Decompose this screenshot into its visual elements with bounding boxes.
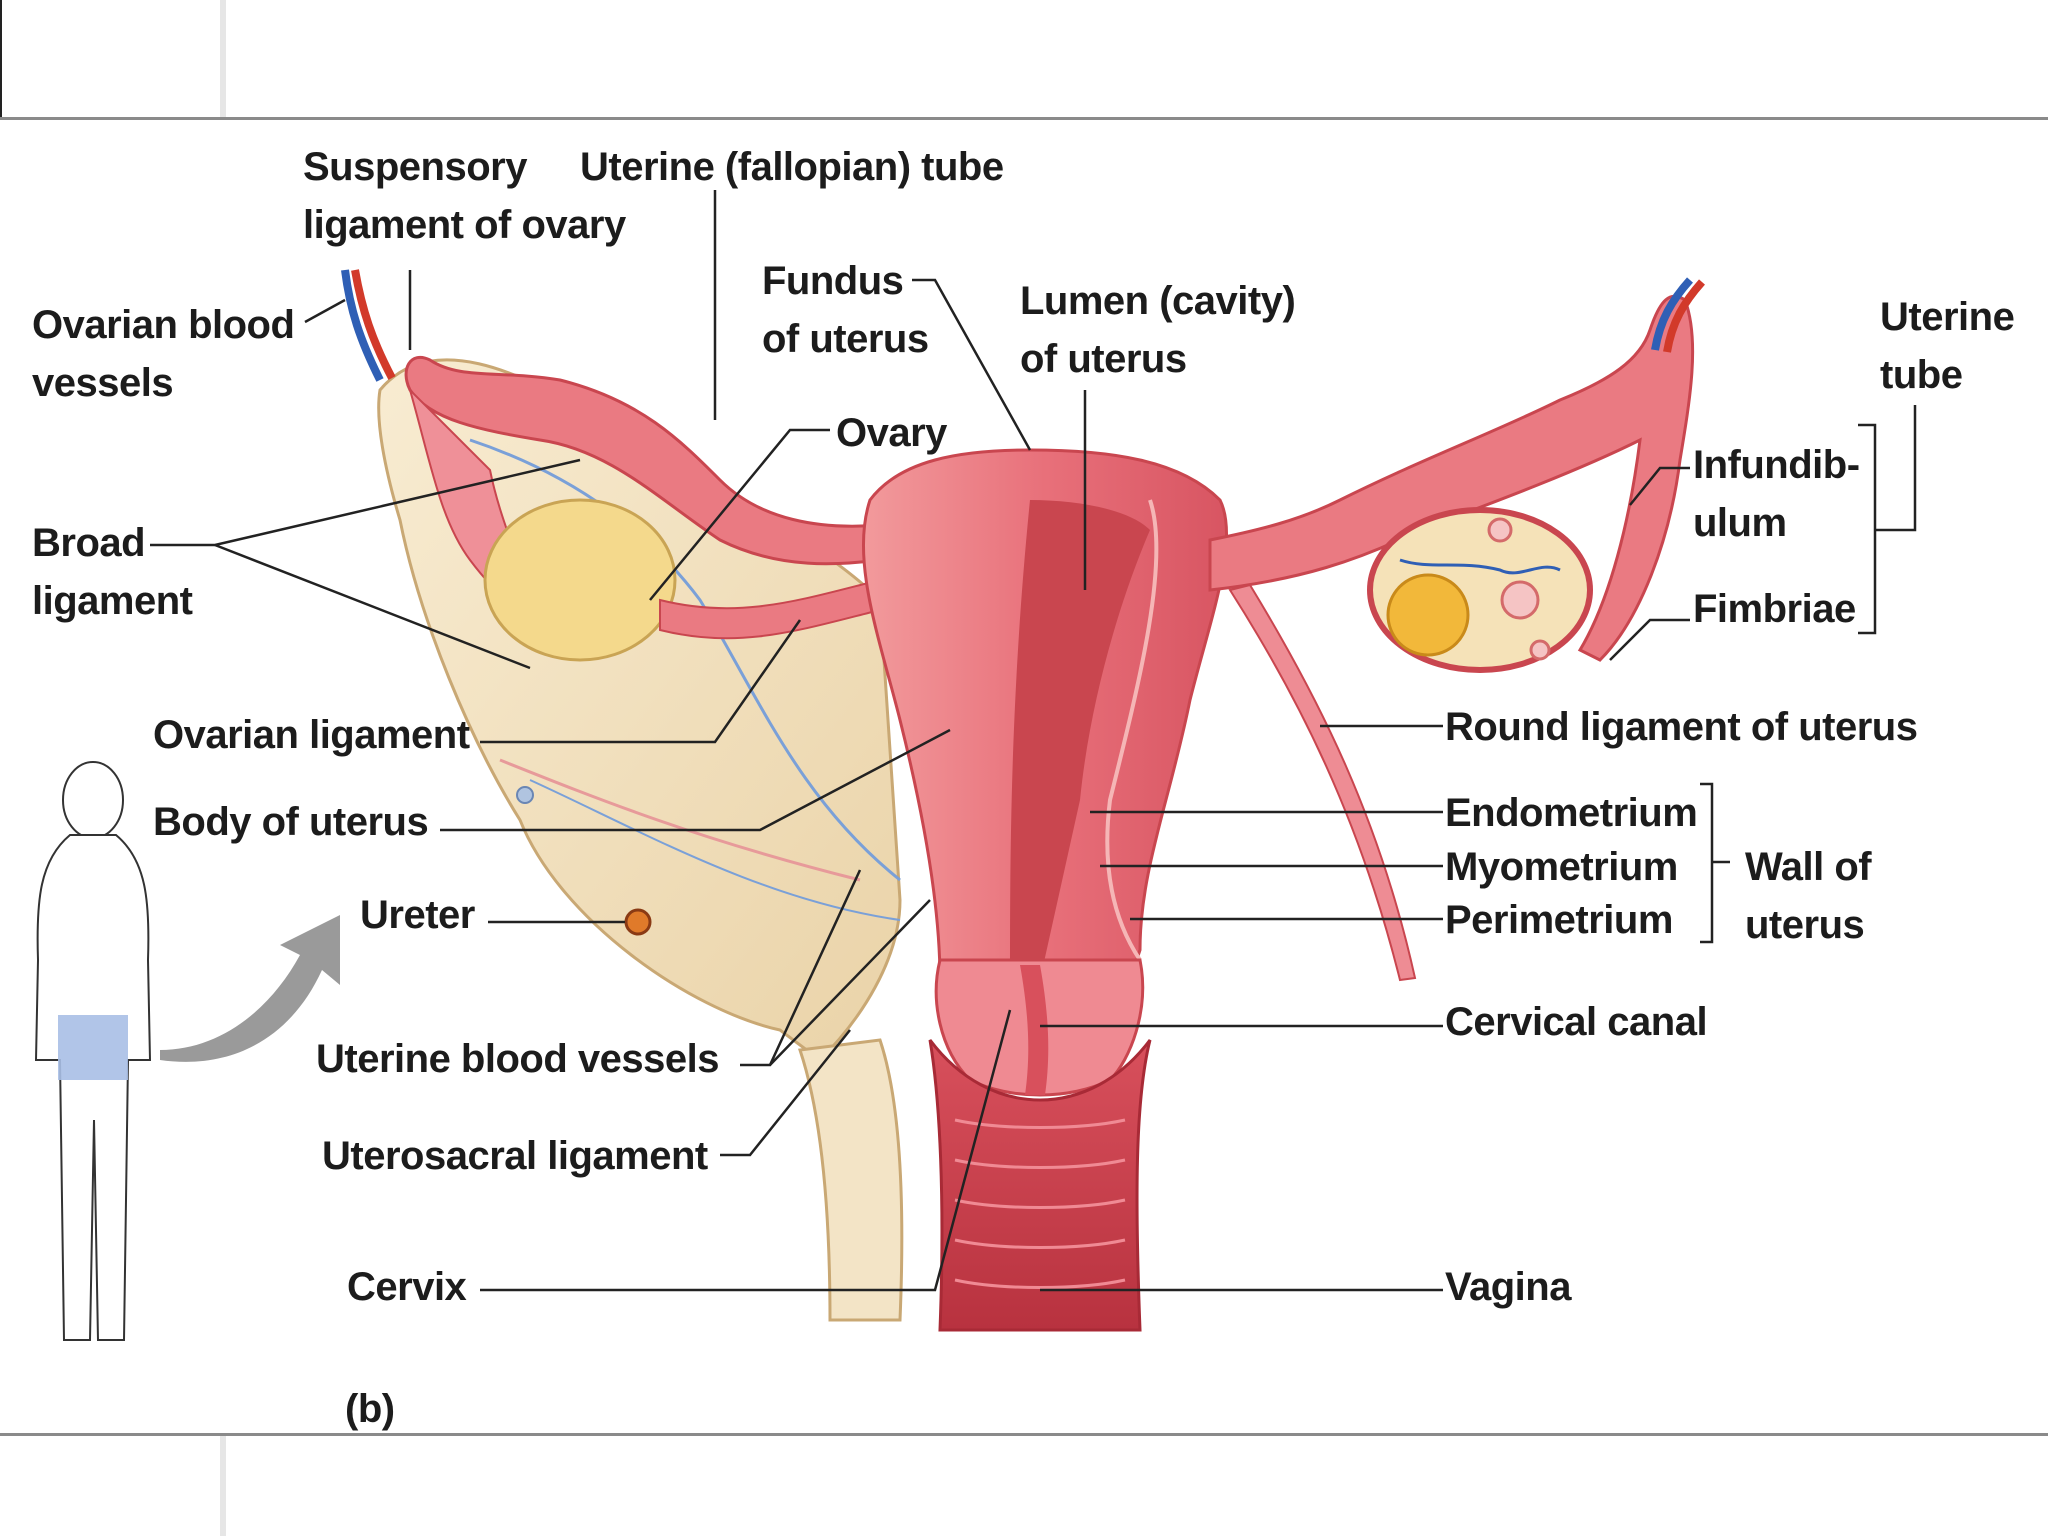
label-uterine-blood-vessels: Uterine blood vessels	[316, 1037, 719, 1081]
label-ovarian-ligament: Ovarian ligament	[153, 713, 470, 757]
label-cervical-canal: Cervical canal	[1445, 1000, 1708, 1044]
label-wall-of-uterus: Wall of uterus	[1745, 845, 1872, 947]
pointer-arrow	[160, 915, 340, 1062]
corpus-luteum	[1386, 573, 1470, 657]
left-ovary-shape	[483, 498, 677, 662]
label-fundus: Fundus of uterus	[762, 259, 929, 361]
label-uterine-tube: Uterine tube	[1880, 295, 2015, 397]
broad-ligament-dot	[516, 786, 534, 804]
label-broad-ligament: Broad ligament	[32, 521, 193, 623]
left-ovarian-vein	[341, 269, 384, 382]
label-vagina: Vagina	[1445, 1265, 1571, 1309]
label-ovary: Ovary	[836, 411, 947, 455]
uterus-lumen-shape	[1010, 500, 1150, 980]
right-uterine-tube-shape	[1208, 294, 1695, 662]
label-uterine-fallopian-tube: Uterine (fallopian) tube	[580, 145, 1004, 189]
label-round-ligament: Round ligament of uterus	[1445, 705, 1918, 749]
label-body-of-uterus: Body of uterus	[153, 800, 429, 844]
uterosacral-ligament-shape	[797, 1038, 904, 1322]
vagina-shape	[928, 1039, 1152, 1332]
slide-bottom-rule	[0, 1433, 2048, 1436]
leader-lines	[150, 190, 1917, 1292]
panel-label: (b)	[345, 1387, 395, 1431]
left-ovarian-artery	[351, 269, 396, 380]
label-myometrium: Myometrium	[1445, 845, 1678, 889]
label-ovarian-blood-vessels: Ovarian blood vessels	[32, 303, 295, 405]
label-infundibulum: Infundib- ulum	[1693, 443, 1860, 545]
label-ureter: Ureter	[360, 893, 475, 937]
ovary-vessels	[1399, 558, 1561, 575]
slide-top-rule	[0, 117, 2048, 120]
label-endometrium: Endometrium	[1445, 791, 1698, 835]
right-ovarian-artery	[1663, 279, 1705, 353]
pelvic-region-highlight	[58, 1015, 128, 1080]
broad-ligament-vessels-2	[499, 758, 861, 882]
ureter-dot	[624, 908, 652, 936]
label-fimbriae: Fimbriae	[1693, 587, 1856, 631]
follicle-1	[1500, 580, 1540, 620]
slide-bottom-tab	[0, 1436, 226, 1536]
round-ligament-shape	[1228, 583, 1417, 982]
left-uterine-tube-shape	[404, 355, 882, 566]
label-suspensory-ligament: Suspensory ligament of ovary	[303, 145, 626, 247]
broad-ligament-vessels-3	[529, 779, 901, 921]
label-lumen: Lumen (cavity) of uterus	[1020, 279, 1296, 381]
label-uterosacral-ligament: Uterosacral ligament	[322, 1134, 708, 1178]
label-cervix: Cervix	[347, 1265, 467, 1309]
follicle-2	[1487, 517, 1513, 543]
label-perimetrium: Perimetrium	[1445, 898, 1673, 942]
vaginal-rugae	[954, 1118, 1126, 1289]
body-silhouette	[34, 761, 152, 1341]
broad-ligament-vessels	[469, 438, 901, 882]
uterus-wall-edge	[1105, 499, 1159, 962]
cervical-canal-shape	[1020, 965, 1049, 1095]
follicle-3	[1529, 639, 1551, 661]
right-ovarian-vein	[1651, 277, 1693, 351]
